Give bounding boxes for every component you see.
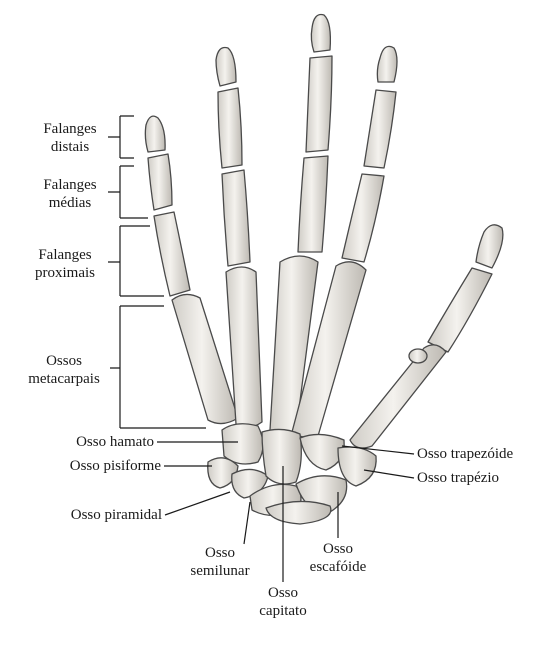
label-osso-escafoide: Osso escafóide (298, 540, 378, 576)
label-osso-trapezio: Osso trapézio (417, 469, 537, 487)
label-falanges-distais-line1: Falanges (30, 120, 110, 138)
label-ossos-metacarpais-line2: metacarpais (16, 370, 112, 388)
label-osso-piramidal: Osso piramidal (10, 506, 162, 524)
label-osso-hamato: Osso hamato (20, 433, 154, 451)
label-falanges-proximais-line1: Falanges (20, 246, 110, 264)
label-ossos-metacarpais: Ossos metacarpais (16, 352, 112, 388)
label-falanges-proximais-line2: proximais (20, 264, 110, 282)
label-falanges-distais: Falanges distais (30, 120, 110, 156)
label-osso-pisiforme: Osso pisiforme (20, 457, 161, 475)
label-ossos-metacarpais-line1: Ossos (16, 352, 112, 370)
label-osso-semilunar: Osso semilunar (180, 544, 260, 580)
label-falanges-medias-line1: Falanges (30, 176, 110, 194)
label-osso-capitato-line2: capitato (243, 602, 323, 620)
label-falanges-medias-line2: médias (30, 194, 110, 212)
label-falanges-medias: Falanges médias (30, 176, 110, 212)
thumb-bones (350, 225, 503, 448)
label-osso-semilunar-line2: semilunar (180, 562, 260, 580)
label-falanges-proximais: Falanges proximais (20, 246, 110, 282)
label-osso-capitato: Osso capitato (243, 584, 323, 620)
label-osso-escafoide-line2: escafóide (298, 558, 378, 576)
label-osso-escafoide-line1: Osso (298, 540, 378, 558)
label-osso-trapezoide: Osso trapezóide (417, 445, 537, 463)
label-osso-capitato-line1: Osso (243, 584, 323, 602)
label-osso-semilunar-line1: Osso (180, 544, 260, 562)
label-falanges-distais-line2: distais (30, 138, 110, 156)
